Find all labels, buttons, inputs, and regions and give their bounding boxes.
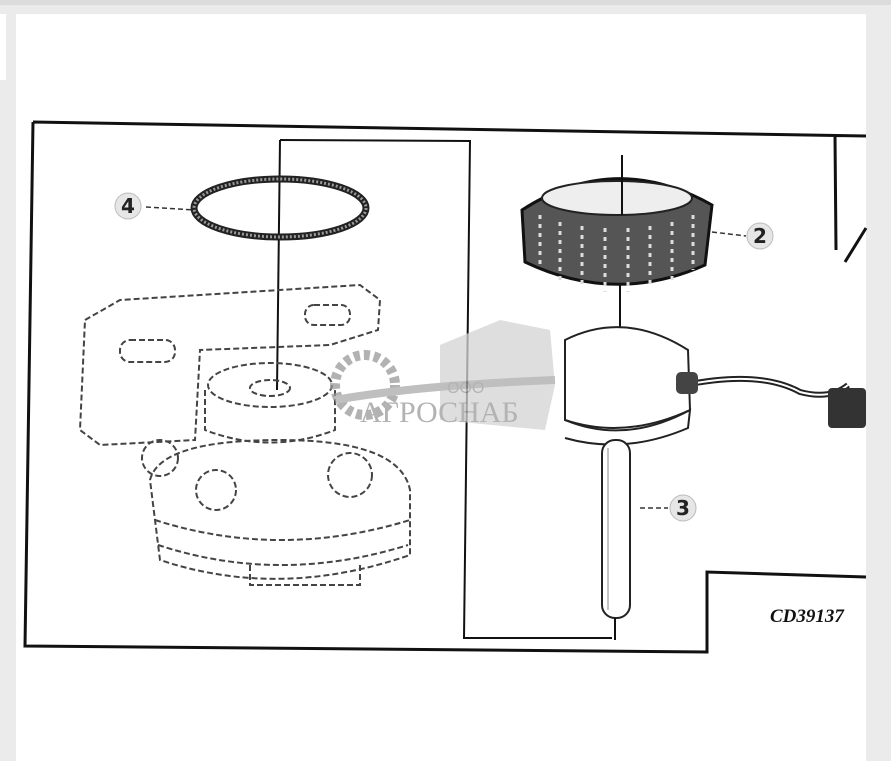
fuel-sensor [564,285,866,640]
figure-code: CD39137 [770,606,845,627]
callout-3: 3 [669,494,697,522]
callout-label: 4 [121,194,135,218]
leader-line [145,206,195,211]
harvester-icon [440,320,555,430]
callout-label: 3 [676,496,690,520]
knurled-nut [520,155,714,292]
o-ring [190,175,370,241]
top-bar [0,0,891,5]
filter-head [78,283,411,586]
gear-icon [330,350,400,420]
watermark-name: АГРОСНАБ [360,396,519,429]
callout-2: 2 [746,222,774,250]
callout-4: 4 [114,192,142,220]
diagram-frame [23,120,868,654]
watermark-prefix: ООО [447,380,484,397]
callout-label: 2 [753,224,767,248]
leader-line [711,231,747,237]
watermark-logo: ООО АГРОСНАБ [330,320,556,430]
left-strip [0,14,6,80]
